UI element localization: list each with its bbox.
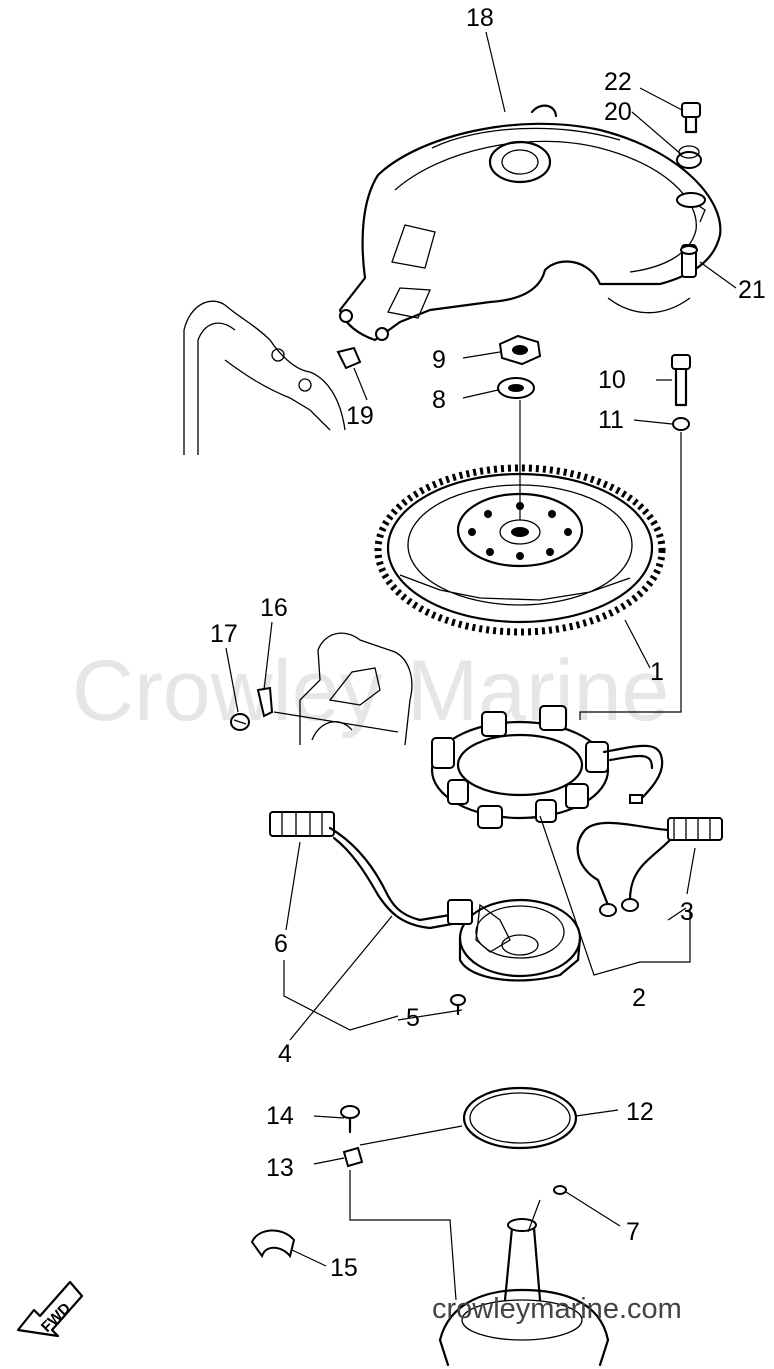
watermark-text: Crowley Marine <box>72 643 669 739</box>
callout-10: 10 <box>598 366 626 394</box>
callout-15: 15 <box>330 1254 358 1282</box>
washer-8 <box>497 377 535 399</box>
callout-18: 18 <box>466 4 494 32</box>
bolt-10 <box>671 354 691 407</box>
nut-9 <box>498 334 542 366</box>
clamp-15 <box>250 1229 296 1259</box>
grommet-20 <box>676 145 702 169</box>
crankcase-base <box>438 1218 610 1367</box>
callout-9: 9 <box>432 346 446 374</box>
callout-19: 19 <box>346 402 374 430</box>
screw-14 <box>340 1105 360 1134</box>
bolt-19 <box>336 346 362 370</box>
callout-1: 1 <box>650 658 664 686</box>
ring-12 <box>462 1086 578 1150</box>
cover-washer <box>676 192 706 208</box>
leader-lines <box>225 31 737 1301</box>
clamp-13 <box>342 1146 364 1168</box>
callout-12: 12 <box>626 1098 654 1126</box>
collar-21 <box>680 244 698 278</box>
bracket-16 <box>256 686 274 718</box>
washer-11 <box>672 417 690 431</box>
callout-22: 22 <box>604 68 632 96</box>
callout-14: 14 <box>266 1102 294 1130</box>
engine-bracket-fragment <box>299 632 413 746</box>
callout-6: 6 <box>274 930 288 958</box>
callout-labels: 18 22 20 21 9 8 19 10 11 1 16 17 6 3 2 5… <box>210 4 766 1282</box>
callout-5: 5 <box>406 1004 420 1032</box>
pulser-coil-plate <box>447 898 582 982</box>
callout-21: 21 <box>738 276 766 304</box>
bolt-22 <box>681 102 701 134</box>
fwd-label: FWD <box>38 1300 74 1336</box>
callout-7: 7 <box>626 1218 640 1246</box>
pin-7 <box>553 1185 567 1195</box>
callout-3: 3 <box>680 898 694 926</box>
stator-assembly <box>430 705 664 829</box>
callout-17: 17 <box>210 620 238 648</box>
screw-17 <box>230 713 250 731</box>
callout-2: 2 <box>632 984 646 1012</box>
site-label: crowleymarine.com <box>432 1293 682 1325</box>
flywheel-cover <box>338 104 722 342</box>
fwd-arrow-icon: FWD <box>16 1280 84 1338</box>
connector-3 <box>576 817 723 917</box>
callout-8: 8 <box>432 386 446 414</box>
callout-16: 16 <box>260 594 288 622</box>
callout-13: 13 <box>266 1154 294 1182</box>
connector-6 <box>269 811 454 930</box>
callout-4: 4 <box>278 1040 292 1068</box>
callout-20: 20 <box>604 98 632 126</box>
callout-11: 11 <box>598 406 624 434</box>
screw-5 <box>450 994 466 1016</box>
engine-block-fragment <box>183 300 346 455</box>
